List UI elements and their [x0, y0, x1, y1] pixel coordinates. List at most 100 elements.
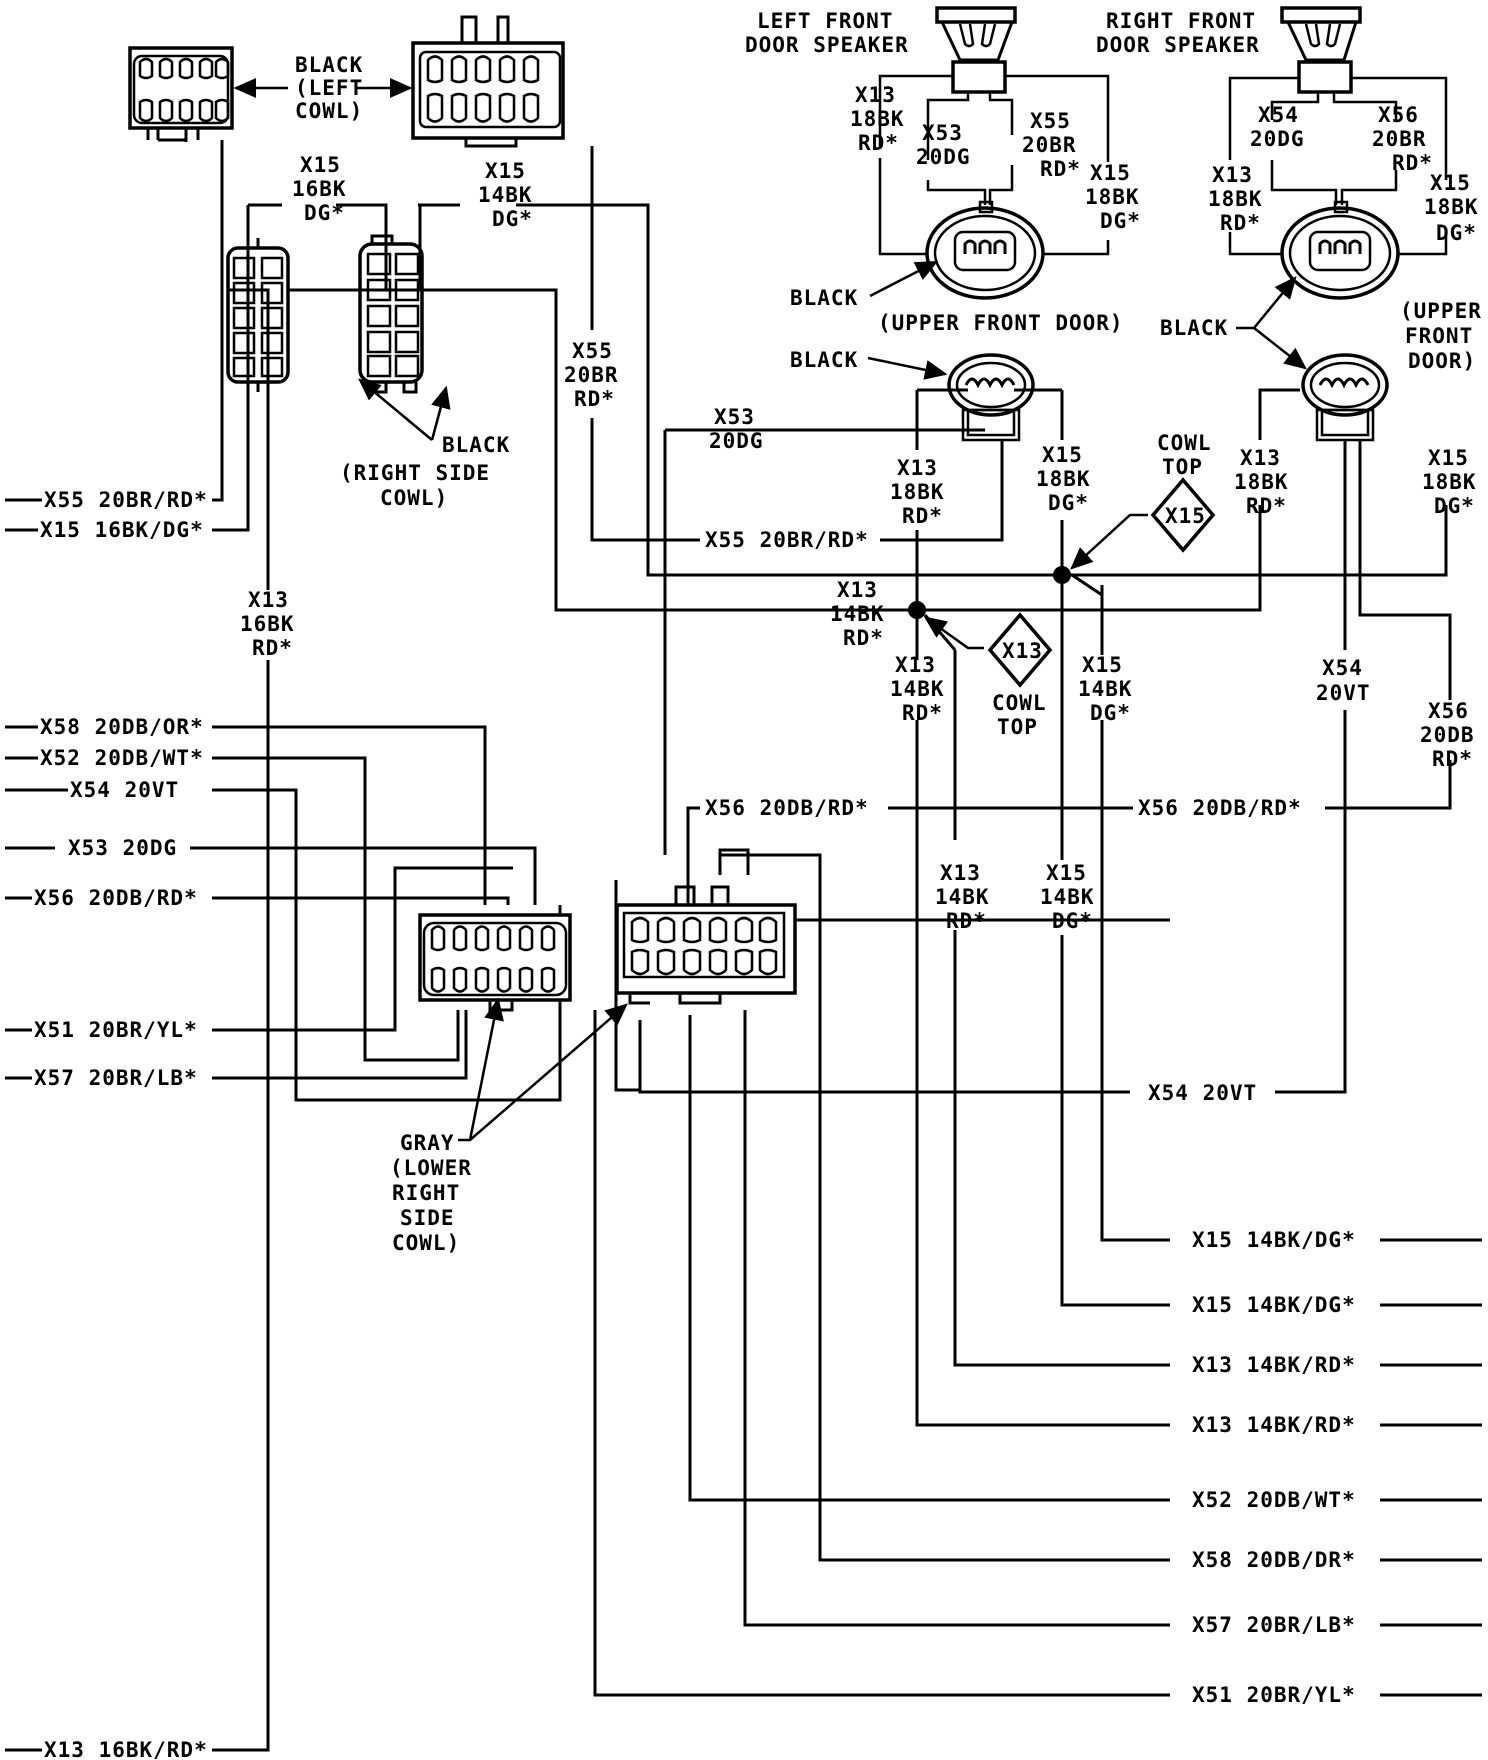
svg-text:X51 20BR/YL*: X51 20BR/YL* — [34, 1018, 198, 1042]
svg-text:TOP: TOP — [997, 715, 1038, 739]
svg-text:X52 20DB/WT*: X52 20DB/WT* — [1192, 1488, 1356, 1512]
svg-text:DG*: DG* — [304, 201, 345, 225]
left-cowl-connector-a[interactable] — [128, 46, 234, 142]
right-terminal[interactable]: X51 20BR/YL* — [1192, 1683, 1482, 1707]
svg-text:X55: X55 — [572, 339, 613, 363]
svg-text:X15: X15 — [485, 159, 526, 183]
splice-x13[interactable]: X13 COWL TOP — [908, 601, 1053, 739]
svg-text:X55 20BR/RD*: X55 20BR/RD* — [705, 528, 869, 552]
svg-text:RD*: RD* — [1220, 211, 1261, 235]
svg-text:X56: X56 — [1378, 103, 1419, 127]
svg-text:X58 20DB/OR*: X58 20DB/OR* — [40, 715, 204, 739]
right-terminal[interactable]: X13 14BK/RD* — [1192, 1353, 1482, 1377]
svg-text:(UPPER: (UPPER — [1400, 299, 1482, 323]
splice-x15[interactable]: X15 COWL TOP — [1053, 431, 1216, 597]
svg-text:DG*: DG* — [1100, 209, 1141, 233]
svg-text:DG*: DG* — [1048, 491, 1089, 515]
left-terminal[interactable]: X52 20DB/WT* — [5, 746, 204, 770]
svg-text:20BR: 20BR — [564, 363, 619, 387]
svg-text:(RIGHT SIDE: (RIGHT SIDE — [340, 461, 490, 485]
svg-text:X53: X53 — [922, 121, 963, 145]
svg-text:BLACK: BLACK — [442, 433, 510, 457]
left-terminals: X55 20BR/RD* X15 16BK/DG* X58 20DB/OR* X… — [5, 488, 208, 1760]
svg-text:20BR: 20BR — [1022, 133, 1077, 157]
left-terminal[interactable]: X58 20DB/OR* — [5, 715, 204, 739]
arrow-icon — [1236, 276, 1297, 330]
svg-text:X53: X53 — [714, 405, 755, 429]
svg-text:DG*: DG* — [492, 207, 533, 231]
svg-text:X54: X54 — [1322, 656, 1363, 680]
svg-text:DOOR): DOOR) — [1408, 349, 1476, 373]
right-side-cowl-connector-a[interactable] — [226, 238, 290, 392]
svg-text:RD*: RD* — [902, 504, 943, 528]
svg-text:RD*: RD* — [902, 701, 943, 725]
right-terminal[interactable]: X52 20DB/WT* — [1192, 1488, 1482, 1512]
svg-text:X13 14BK/RD*: X13 14BK/RD* — [1192, 1353, 1356, 1377]
svg-text:X52 20DB/WT*: X52 20DB/WT* — [40, 746, 204, 770]
svg-text:TOP: TOP — [1162, 455, 1203, 479]
svg-text:X15: X15 — [1046, 861, 1087, 885]
arrow-icon — [458, 997, 504, 1142]
left-terminal[interactable]: X56 20DB/RD* — [5, 886, 198, 910]
svg-text:14BK: 14BK — [890, 677, 945, 701]
diamond-icon — [987, 612, 1053, 688]
left-terminal[interactable]: X54 20VT — [5, 778, 179, 802]
right-terminal[interactable]: X15 14BK/DG* — [1192, 1293, 1482, 1317]
svg-text:18BK: 18BK — [1208, 187, 1263, 211]
left-terminal[interactable]: X13 16BK/RD* — [5, 1738, 208, 1760]
svg-text:X15 14BK/DG*: X15 14BK/DG* — [1192, 1228, 1356, 1252]
left-terminal[interactable]: X53 20DG — [5, 836, 177, 860]
svg-text:DG*: DG* — [1434, 494, 1475, 518]
left-terminal[interactable]: X57 20BR/LB* — [5, 1066, 198, 1090]
speaker-icon — [935, 6, 1017, 94]
svg-text:X55 20BR/RD*: X55 20BR/RD* — [44, 488, 208, 512]
left-terminal[interactable]: X55 20BR/RD* — [5, 488, 208, 512]
left-terminal[interactable]: X15 16BK/DG* — [5, 518, 204, 542]
svg-text:RD*: RD* — [858, 131, 899, 155]
svg-text:X13: X13 — [1002, 639, 1043, 663]
svg-text:COWL: COWL — [992, 691, 1047, 715]
arrow-icon — [923, 616, 984, 650]
left-cowl-connector-b[interactable] — [411, 15, 565, 148]
svg-text:(UPPER FRONT DOOR): (UPPER FRONT DOOR) — [878, 311, 1124, 335]
splice-dot — [908, 601, 926, 619]
connector-cavities — [426, 55, 540, 123]
svg-text:18BK: 18BK — [1036, 467, 1091, 491]
left-front-door-speaker[interactable]: LEFT FRONT DOOR SPEAKER — [745, 6, 1017, 94]
svg-text:20DG: 20DG — [709, 429, 764, 453]
lower-cowl-connector-a[interactable] — [418, 913, 572, 1012]
right-terminal[interactable]: X15 14BK/DG* — [1192, 1228, 1482, 1252]
svg-text:X13: X13 — [248, 588, 289, 612]
lower-cowl-connector-b[interactable] — [615, 885, 797, 1005]
rf-lower-door-connector[interactable] — [1301, 353, 1389, 442]
right-front-door-speaker[interactable]: RIGHT FRONT DOOR SPEAKER — [1096, 6, 1362, 94]
svg-text:FRONT: FRONT — [1405, 324, 1473, 348]
lf-upper-door-connector[interactable] — [925, 200, 1045, 300]
svg-text:18BK: 18BK — [1085, 185, 1140, 209]
svg-text:RIGHT FRONT: RIGHT FRONT — [1106, 9, 1256, 33]
svg-text:X56 20DB/RD*: X56 20DB/RD* — [34, 886, 198, 910]
svg-text:X15: X15 — [1082, 653, 1123, 677]
svg-text:14BK: 14BK — [478, 183, 533, 207]
right-terminal[interactable]: X13 14BK/RD* — [1192, 1413, 1482, 1437]
svg-text:DG*: DG* — [1090, 701, 1131, 725]
svg-text:20VT: 20VT — [1316, 681, 1371, 705]
speaker-icon — [1280, 6, 1362, 94]
connector-cavities — [232, 256, 284, 378]
connector-cavities — [430, 925, 556, 993]
diamond-icon — [1150, 477, 1216, 553]
left-terminal[interactable]: X51 20BR/YL* — [5, 1018, 198, 1042]
lf-lower-door-label: BLACK — [790, 348, 948, 380]
svg-text:X13: X13 — [1212, 163, 1253, 187]
svg-text:X56 20DB/RD*: X56 20DB/RD* — [705, 796, 869, 820]
svg-text:DOOR SPEAKER: DOOR SPEAKER — [1096, 33, 1260, 57]
svg-text:14BK: 14BK — [1078, 677, 1133, 701]
lower-cowl-label: GRAY (LOWER RIGHT SIDE COWL) — [390, 997, 628, 1255]
rf-upper-door-connector[interactable] — [1280, 200, 1400, 300]
svg-text:X54: X54 — [1258, 103, 1299, 127]
right-side-cowl-connector-b[interactable] — [358, 234, 424, 394]
lf-lower-door-connector[interactable] — [947, 353, 1035, 442]
right-terminal[interactable]: X58 20DB/DR* — [1192, 1548, 1482, 1572]
right-terminal[interactable]: X57 20BR/LB* — [1192, 1613, 1482, 1637]
